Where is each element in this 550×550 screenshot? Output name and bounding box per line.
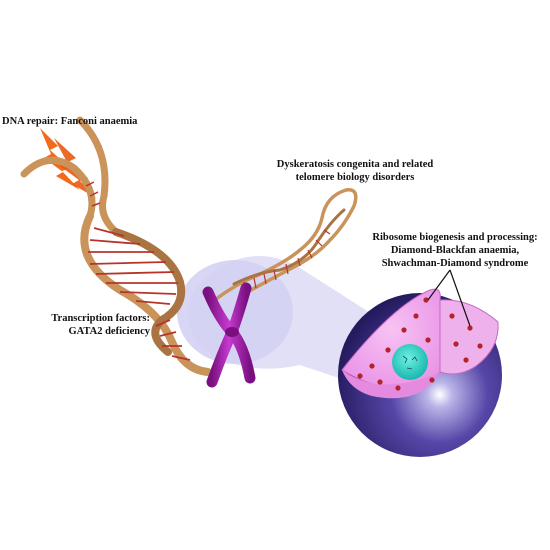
cell-icon xyxy=(338,288,502,457)
telomere-helix xyxy=(210,188,358,304)
dna-repair-text: DNA repair: Fanconi anaemia xyxy=(2,116,138,127)
telomere-line-1: Dyskeratosis congenita and related xyxy=(276,159,434,170)
telomere-label: Dyskeratosis congenita and related telom… xyxy=(260,158,450,184)
telomere-line-2: telomere biology disorders xyxy=(295,172,415,183)
transcription-line-2: GATA2 deficiency xyxy=(68,326,150,337)
transcription-line-1: Transcription factors: xyxy=(51,313,150,324)
ribosome-pointer xyxy=(427,269,471,327)
transcription-label: Transcription factors: GATA2 deficiency xyxy=(40,312,150,338)
ribosome-line-2: Diamond-Blackfan anaemia, xyxy=(390,245,520,256)
ribosome-line-3: Shwachman-Diamond syndrome xyxy=(381,258,529,269)
ribosome-line-1: Ribosome biogenesis and processing: xyxy=(372,232,538,243)
double-helix-icon xyxy=(20,116,212,376)
dna-repair-label: DNA repair: Fanconi anaemia xyxy=(2,115,137,128)
chromosome-icon xyxy=(202,282,256,388)
ribosome-label: Ribosome biogenesis and processing: Diam… xyxy=(360,231,550,270)
